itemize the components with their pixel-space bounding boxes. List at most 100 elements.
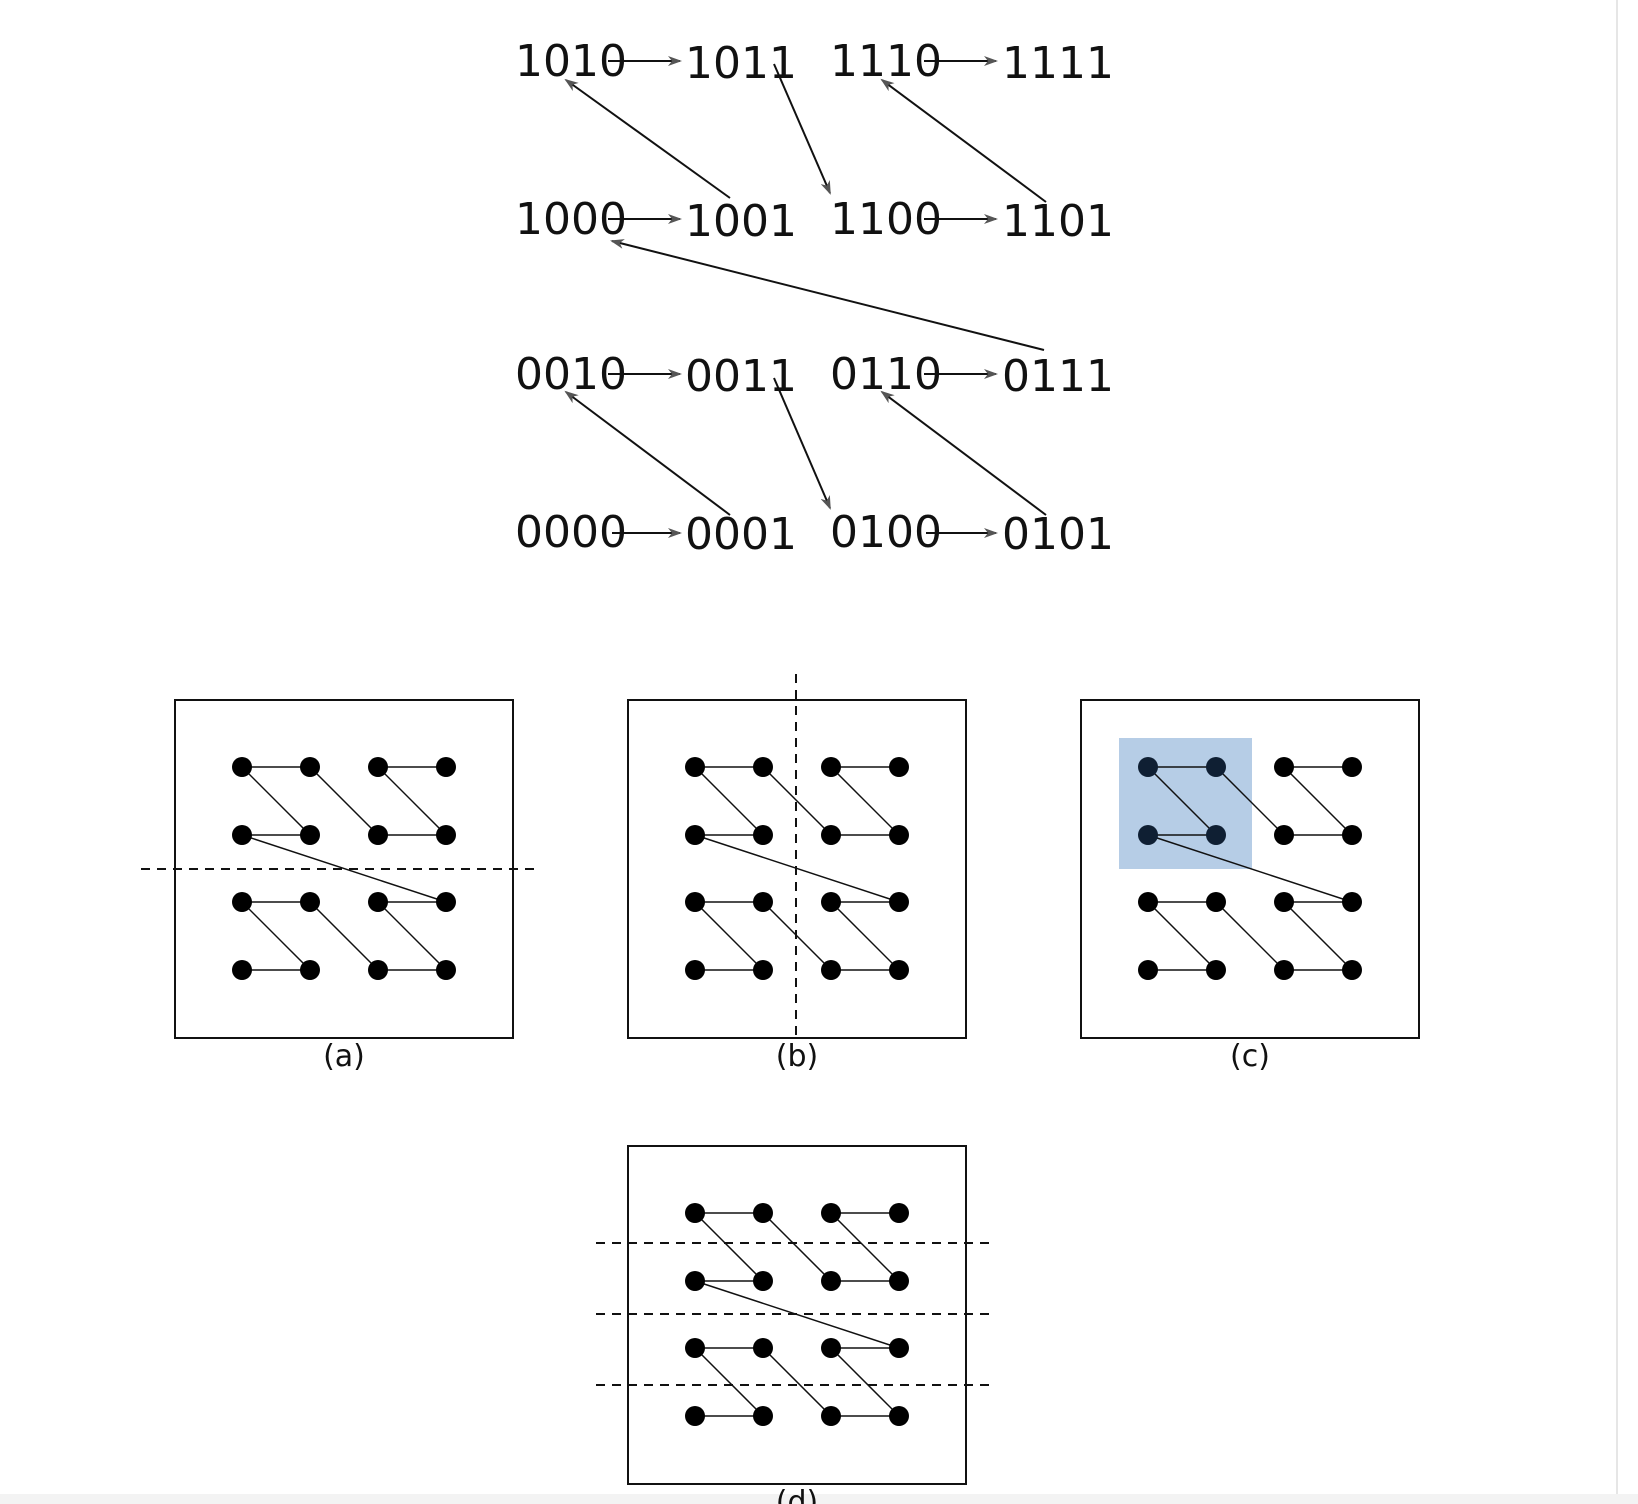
grid-point (821, 757, 841, 777)
grid-point (436, 960, 456, 980)
grid-point (889, 892, 909, 912)
code-label-0100: 0100 (830, 507, 942, 558)
z-order-link (1147, 766, 1217, 836)
arrow-1101-to-1110 (880, 78, 1047, 203)
code-grid: 1010 1011 1110 1111 1000 1001 1100 1101 … (515, 36, 1114, 560)
grid-point (1342, 892, 1362, 912)
grid-point (232, 825, 252, 845)
grid-point (1342, 825, 1362, 845)
panel-b: (b) (627, 674, 967, 1074)
grid-point (889, 825, 909, 845)
panel-caption: (a) (323, 1039, 365, 1074)
grid-point (685, 1406, 705, 1426)
code-label-1101: 1101 (1002, 196, 1114, 247)
arrow-0001-to-0010 (564, 390, 731, 516)
code-label-0101: 0101 (1002, 509, 1114, 560)
code-label-1111: 1111 (1002, 38, 1114, 89)
grid-point (889, 1271, 909, 1291)
z-order-link (377, 766, 447, 836)
grid-point (1274, 892, 1294, 912)
grid-point (300, 960, 320, 980)
grid-point (300, 825, 320, 845)
grid-point (685, 1338, 705, 1358)
panel-caption: (c) (1230, 1039, 1270, 1074)
panel-frame (1080, 699, 1420, 1039)
grid-point (889, 1203, 909, 1223)
grid-point (753, 825, 773, 845)
grid-point (1206, 960, 1226, 980)
grid-point (368, 960, 388, 980)
grid-point (368, 825, 388, 845)
grid-point (1342, 757, 1362, 777)
grid-point (1138, 892, 1158, 912)
grid-point (753, 1406, 773, 1426)
grid-point (1274, 757, 1294, 777)
arrow-0011-to-0100 (773, 377, 831, 510)
z-order-link (830, 1212, 900, 1282)
z-order-link (1283, 901, 1353, 971)
grid-point (1206, 757, 1226, 777)
grid-point (753, 1271, 773, 1291)
z-order-link (309, 766, 379, 836)
grid-point (889, 757, 909, 777)
z-order-link (830, 901, 900, 971)
code-label-1110: 1110 (830, 36, 942, 87)
grid-point (753, 757, 773, 777)
grid-point (889, 1338, 909, 1358)
z-order-link (241, 901, 311, 971)
panel-frame (627, 699, 967, 1039)
code-label-0001: 0001 (685, 509, 797, 560)
grid-point (368, 757, 388, 777)
grid-point (1274, 960, 1294, 980)
grid-point (889, 1406, 909, 1426)
code-label-0111: 0111 (1002, 351, 1114, 402)
z-order-link (694, 1347, 764, 1417)
grid-point (685, 825, 705, 845)
z-order-link (830, 1347, 900, 1417)
z-order-link (694, 766, 764, 836)
traversal-arrows (564, 56, 1047, 538)
grid-point (1206, 825, 1226, 845)
code-label-1001: 1001 (685, 196, 797, 247)
z-order-link (762, 766, 832, 836)
grid-point (685, 757, 705, 777)
z-order-link (377, 901, 447, 971)
grid-point (821, 892, 841, 912)
code-label-0011: 0011 (685, 351, 797, 402)
grid-point (1138, 960, 1158, 980)
z-order-link (830, 766, 900, 836)
grid-point (685, 892, 705, 912)
grid-point (1206, 892, 1226, 912)
panel-d: (d) (596, 1145, 994, 1504)
grid-point (685, 960, 705, 980)
grid-point (889, 960, 909, 980)
z-order-link (1215, 901, 1285, 971)
panel-a: (a) (141, 699, 541, 1074)
code-label-1100: 1100 (830, 194, 942, 245)
grid-point (300, 757, 320, 777)
grid-point (821, 1338, 841, 1358)
arrow-0101-to-0110 (880, 390, 1047, 516)
grid-point (821, 1406, 841, 1426)
code-label-1011: 1011 (685, 38, 797, 89)
panel-caption: (d) (776, 1485, 818, 1504)
arrow-0111-to-1000 (610, 239, 1045, 351)
grid-point (232, 960, 252, 980)
grid-point (821, 1203, 841, 1223)
grid-point (753, 892, 773, 912)
grid-point (753, 960, 773, 980)
grid-point (821, 960, 841, 980)
bottom-band (0, 1494, 1638, 1504)
arrow-1011-to-1100 (773, 63, 831, 195)
grid-point (685, 1203, 705, 1223)
grid-point (1138, 825, 1158, 845)
grid-point (821, 1271, 841, 1291)
grid-point (232, 892, 252, 912)
z-order-link (694, 1212, 764, 1282)
panel-caption: (b) (776, 1039, 818, 1074)
grid-point (685, 1271, 705, 1291)
grid-point (368, 892, 388, 912)
code-label-0000: 0000 (515, 507, 627, 558)
z-order-link (241, 766, 311, 836)
z-order-link (762, 1212, 832, 1282)
